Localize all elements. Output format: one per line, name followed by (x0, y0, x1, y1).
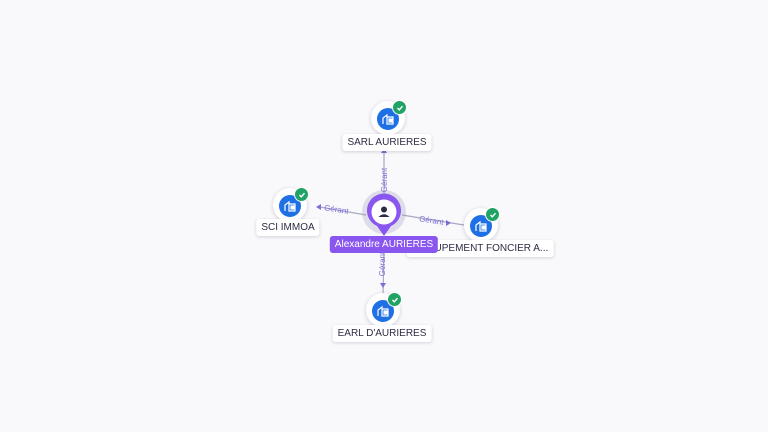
building-icon (372, 300, 394, 322)
edge-label-earl: Gérant (378, 251, 387, 276)
edge-sci: Gérant (316, 203, 367, 216)
company-node-sarl[interactable] (371, 100, 407, 135)
edge-groupement: Gérant (401, 214, 465, 227)
verified-check-icon (294, 187, 309, 202)
edge-arrow (446, 220, 451, 226)
edge-label-groupement: Gérant (419, 214, 445, 227)
verified-check-icon (387, 292, 402, 307)
center-person-label[interactable]: Alexandre AURIERES (329, 236, 439, 253)
edge-arrow (316, 204, 321, 210)
company-node-sci[interactable] (273, 187, 309, 222)
edge-label-sarl: Gérant (380, 167, 389, 192)
verified-check-icon (392, 100, 407, 115)
verified-check-icon (485, 207, 500, 222)
company-node-groupement[interactable] (464, 207, 500, 242)
building-icon (470, 215, 492, 237)
building-icon (279, 195, 301, 217)
company-label-sarl[interactable]: SARL AURIERES (342, 134, 432, 151)
user-icon (378, 206, 390, 217)
company-node-earl[interactable] (366, 292, 402, 327)
company-label-groupement[interactable]: GROUPEMENT FONCIER A... (406, 240, 554, 257)
center-person-pin[interactable] (364, 192, 404, 238)
edge-sarl: Gérant (380, 148, 389, 196)
edge-label-sci: Gérant (324, 203, 350, 216)
edge-arrow (380, 283, 386, 288)
company-label-sci[interactable]: SCI IMMOA (256, 219, 320, 236)
company-label-earl[interactable]: EARL D'AURIERES (332, 325, 432, 342)
building-icon (377, 108, 399, 130)
edge-earl: Gérant (378, 247, 387, 296)
